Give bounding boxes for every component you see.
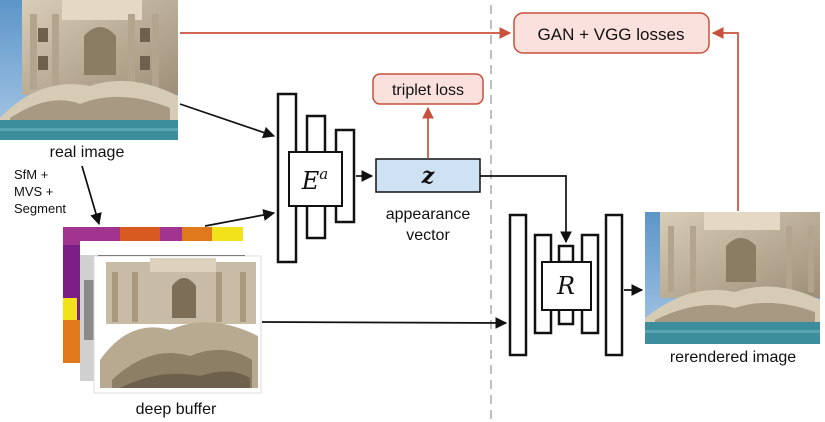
- z-label: z: [421, 163, 435, 189]
- appearance-label-line1: appearance: [386, 206, 471, 223]
- arrow-real-to-encoder: [179, 103, 276, 139]
- triplet-loss-box: [372, 73, 484, 105]
- color-buffer-layer: [93, 255, 262, 394]
- arrow-z-to-renderer: [480, 175, 572, 244]
- deep-buffer-label: deep buffer: [136, 401, 217, 418]
- rerendered-image-label: rerendered image: [670, 349, 796, 366]
- gan-vgg-box: [513, 12, 710, 54]
- sfm-label-line2: MVS +: [14, 184, 53, 199]
- arrow-deepbuffer-to-renderer: [261, 317, 508, 329]
- z-box: [375, 158, 481, 193]
- real-image-photo: [0, 0, 178, 140]
- real-image-label: real image: [50, 144, 125, 161]
- deep-buffer-stack: [63, 227, 262, 394]
- encoder-label: Ea: [301, 165, 328, 195]
- arrow-deepbuffer-to-encoder: [204, 209, 276, 227]
- gan-vgg-label: GAN + VGG losses: [538, 25, 685, 44]
- appearance-label-line2: vector: [406, 227, 450, 244]
- arrow-output-to-gan-loss: [711, 27, 739, 211]
- red-arrows: [180, 27, 739, 211]
- encoder-network: [276, 92, 356, 264]
- sfm-label-line1: SfM +: [14, 167, 48, 182]
- rerendered-image-photo: [645, 212, 820, 344]
- sfm-label-line3: Segment: [14, 201, 66, 216]
- renderer-label: R: [556, 272, 575, 300]
- renderer-network: [508, 213, 624, 357]
- arrow-real-to-deepbuffer: [81, 165, 102, 226]
- triplet-loss-label: triplet loss: [392, 82, 464, 99]
- black-arrows: [81, 103, 644, 329]
